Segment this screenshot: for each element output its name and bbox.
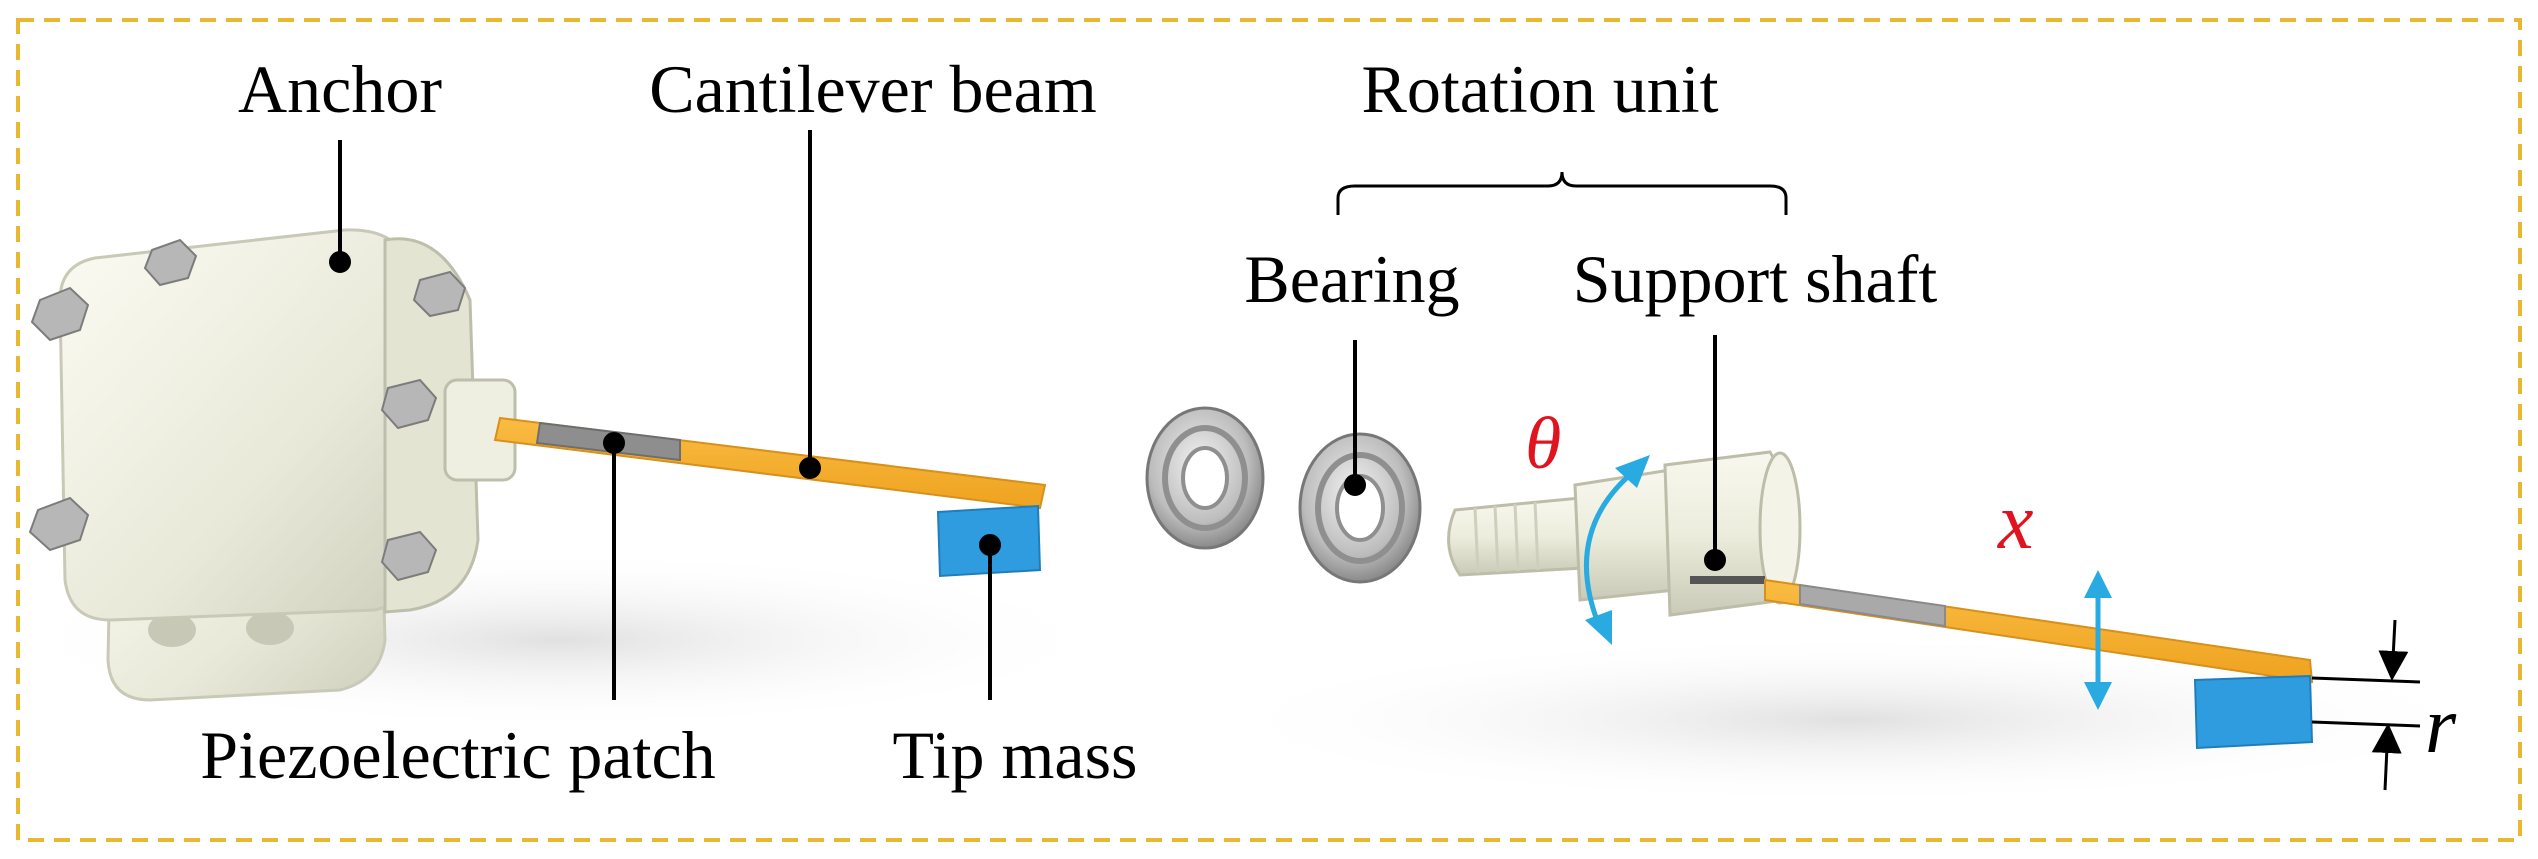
right-shadow xyxy=(1200,635,2500,805)
leader-lines xyxy=(329,130,1726,700)
vibration-arrowhead-top xyxy=(2084,570,2112,598)
figure-frame xyxy=(16,18,2522,842)
support-shaft-label: Support shaft xyxy=(1573,241,1938,317)
anchor-screws xyxy=(28,238,467,582)
anchor-base-hole xyxy=(148,613,196,647)
rotation-arrowhead-top xyxy=(1615,455,1650,488)
bearing-label: Bearing xyxy=(1244,241,1459,317)
right-assembly xyxy=(1145,406,2500,805)
rotation-unit-label: Rotation unit xyxy=(1362,51,1719,127)
rotation-unit-brace xyxy=(1336,171,1788,215)
anchor-body xyxy=(58,228,420,622)
piezoelectric-patch-label: Piezoelectric patch xyxy=(200,717,715,793)
left-assembly xyxy=(0,228,1120,730)
offset-dimension xyxy=(2311,619,2421,791)
rotation-arrowhead-bottom xyxy=(1585,610,1612,645)
tip-mass-label: Tip mass xyxy=(892,717,1137,793)
r-symbol: r xyxy=(2425,682,2457,770)
theta-symbol: θ xyxy=(1525,403,1561,485)
support-shaft-shape xyxy=(1447,450,1802,617)
rotating-tip-mass xyxy=(2193,674,2314,750)
bearing-right xyxy=(1298,432,1422,584)
anchor-label: Anchor xyxy=(238,51,442,127)
cantilever-beam-label: Cantilever beam xyxy=(649,51,1096,127)
anchor-base-hole xyxy=(246,611,294,645)
vibration-arrowhead-bottom xyxy=(2084,682,2112,710)
x-symbol: x xyxy=(1997,478,2034,566)
rotating-beam-patch xyxy=(1799,583,1946,628)
rotation-arrow xyxy=(1583,466,1640,629)
bearing-left xyxy=(1145,406,1265,550)
anchor-clamp-face xyxy=(383,237,480,614)
